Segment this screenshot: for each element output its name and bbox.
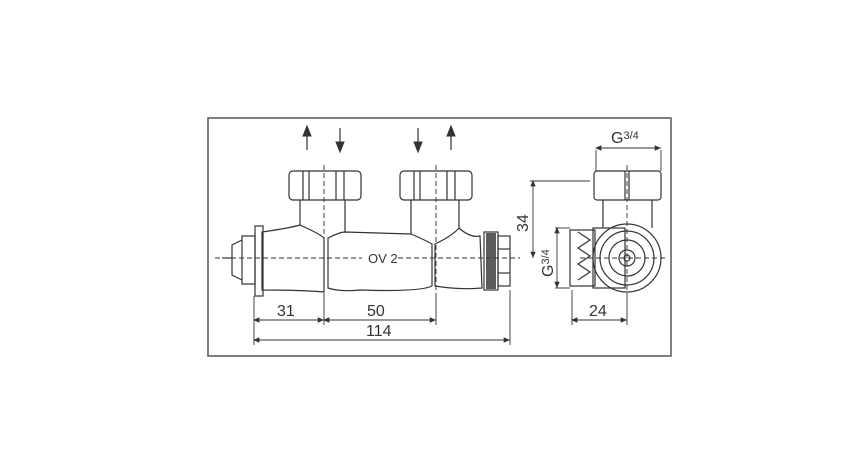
flow-arrows — [302, 124, 456, 154]
side-dimension-lines — [530, 145, 662, 325]
thread-side-label: G3/4 — [540, 249, 557, 277]
thread-top-label: G3/4 — [611, 130, 639, 147]
dimension-31: 31 — [277, 303, 295, 320]
model-label: OV 2 — [368, 251, 398, 266]
depth-24-label: 24 — [589, 303, 607, 320]
valve-side-view — [569, 170, 662, 293]
valve-front-view — [222, 170, 511, 297]
dimension-lines — [253, 290, 511, 345]
dimension-114: 114 — [366, 323, 392, 340]
dimension-50: 50 — [367, 303, 385, 320]
knurled-nut — [486, 233, 496, 289]
centerlines — [215, 165, 665, 295]
drawing-frame — [207, 117, 672, 357]
height-34-label: 34 — [515, 214, 532, 232]
